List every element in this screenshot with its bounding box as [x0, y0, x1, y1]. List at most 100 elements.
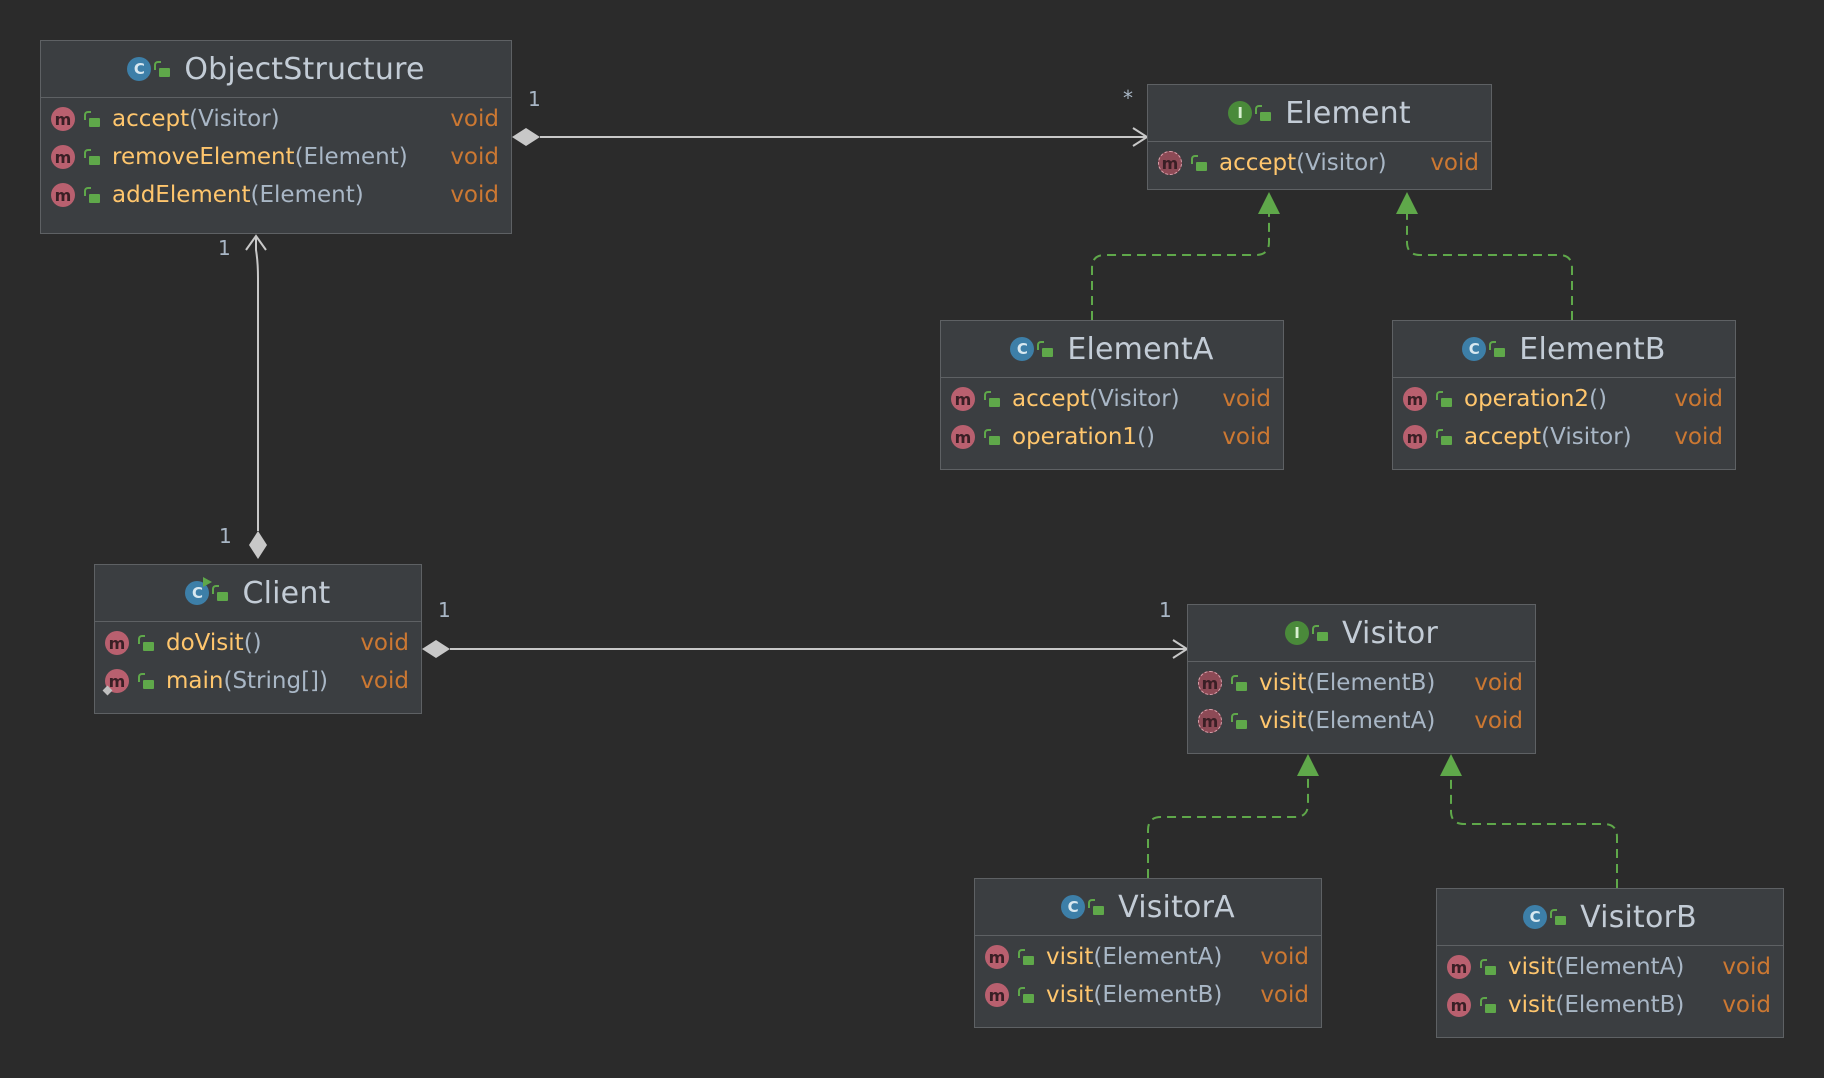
- public-lock-icon: [984, 390, 1000, 407]
- method-name: operation1: [1012, 424, 1138, 450]
- realization-visitorb-visitor[interactable]: [1440, 754, 1618, 888]
- return-type: void: [1722, 954, 1771, 980]
- method-params: (ElementA): [1306, 708, 1436, 734]
- method-params: (Visitor): [1541, 424, 1632, 450]
- class-box-visitora[interactable]: C VisitorA m visit(ElementA) void m visi…: [974, 878, 1322, 1028]
- realization-elementa-element[interactable]: [1091, 192, 1280, 320]
- public-lock-icon: [84, 186, 100, 203]
- method-row[interactable]: m doVisit() void: [95, 624, 421, 662]
- return-type: void: [450, 144, 499, 170]
- return-type: void: [1260, 944, 1309, 970]
- class-box-visitorb[interactable]: C VisitorB m visit(ElementA) void m visi…: [1436, 888, 1784, 1038]
- class-icon: C: [1523, 905, 1548, 929]
- method-row[interactable]: m operation2() void: [1393, 380, 1735, 418]
- return-type: void: [450, 106, 499, 132]
- return-type: void: [1222, 424, 1271, 450]
- method-row[interactable]: m operation1() void: [941, 418, 1283, 456]
- class-box-client[interactable]: C Client m doVisit() void m main(String[…: [94, 564, 422, 714]
- method-icon: m: [51, 145, 75, 169]
- class-header: C ElementA: [941, 321, 1283, 378]
- class-header: I Visitor: [1188, 605, 1535, 662]
- class-icon: C: [1010, 337, 1035, 361]
- composition-client-objectstructure[interactable]: [245, 234, 267, 559]
- method-params: (): [1137, 424, 1156, 450]
- method-params: (ElementA): [1093, 944, 1223, 970]
- public-lock-icon: [984, 428, 1000, 445]
- public-lock-icon: [138, 672, 154, 689]
- class-box-objectstructure[interactable]: C ObjectStructure m accept(Visitor) void…: [40, 40, 512, 234]
- class-icon: C: [1061, 895, 1086, 919]
- class-header: C Client: [95, 565, 421, 622]
- method-icon: m: [951, 387, 975, 411]
- class-name: VisitorA: [1118, 889, 1235, 925]
- class-name: ElementA: [1067, 331, 1214, 367]
- composition-client-visitor[interactable]: [422, 639, 1189, 659]
- multiplicity-label: 1: [1159, 598, 1172, 622]
- method-name: accept: [1012, 386, 1090, 412]
- class-name: VisitorB: [1580, 899, 1697, 935]
- class-name: Client: [242, 575, 331, 611]
- runnable-class-icon: C: [185, 577, 213, 605]
- abstract-method-icon: m: [1198, 671, 1222, 695]
- method-name: visit: [1259, 708, 1307, 734]
- method-row[interactable]: m accept(Visitor) void: [41, 100, 511, 138]
- realization-elementb-element[interactable]: [1396, 192, 1573, 320]
- class-header: C VisitorA: [975, 879, 1321, 936]
- method-row[interactable]: m removeElement(Element) void: [41, 138, 511, 176]
- method-icon: m: [951, 425, 975, 449]
- class-header: C VisitorB: [1437, 889, 1783, 946]
- method-name: visit: [1508, 992, 1556, 1018]
- public-lock-icon: [1231, 674, 1247, 691]
- method-name: doVisit: [166, 630, 244, 656]
- method-icon: m: [1447, 993, 1471, 1017]
- method-row[interactable]: m accept(Visitor) void: [941, 380, 1283, 418]
- method-params: (): [1589, 386, 1608, 412]
- composition-objectstructure-element[interactable]: [512, 127, 1149, 147]
- abstract-method-icon: m: [1198, 709, 1222, 733]
- return-type: void: [1674, 424, 1723, 450]
- public-lock-icon: [1550, 908, 1567, 925]
- interface-icon: I: [1284, 621, 1309, 645]
- method-row[interactable]: m visit(ElementB) void: [1437, 986, 1783, 1024]
- class-name: Visitor: [1341, 615, 1438, 651]
- public-lock-icon: [1480, 958, 1496, 975]
- return-type: void: [1430, 150, 1479, 176]
- method-row[interactable]: m visit(ElementA) void: [975, 938, 1321, 976]
- method-params: (Element): [294, 144, 408, 170]
- method-row[interactable]: m visit(ElementA) void: [1188, 702, 1535, 740]
- method-row[interactable]: m visit(ElementB) void: [1188, 664, 1535, 702]
- method-row[interactable]: m accept(Visitor) void: [1148, 144, 1491, 182]
- method-params: (ElementB): [1093, 982, 1223, 1008]
- multiplicity-label: 1: [219, 524, 232, 548]
- method-icon: m: [1447, 955, 1471, 979]
- method-row[interactable]: m visit(ElementA) void: [1437, 948, 1783, 986]
- method-name: main: [166, 668, 224, 694]
- interface-box-visitor[interactable]: I Visitor m visit(ElementB) void m visit…: [1187, 604, 1536, 754]
- method-row[interactable]: m visit(ElementB) void: [975, 976, 1321, 1014]
- class-header: C ObjectStructure: [41, 41, 511, 98]
- return-type: void: [450, 182, 499, 208]
- method-name: addElement: [112, 182, 251, 208]
- public-lock-icon: [1436, 428, 1452, 445]
- class-box-elementa[interactable]: C ElementA m accept(Visitor) void m oper…: [940, 320, 1284, 470]
- class-header: I Element: [1148, 85, 1491, 142]
- realization-visitora-visitor[interactable]: [1147, 754, 1319, 878]
- method-name: operation2: [1464, 386, 1590, 412]
- method-row[interactable]: m accept(Visitor) void: [1393, 418, 1735, 456]
- class-box-elementb[interactable]: C ElementB m operation2() void m accept(…: [1392, 320, 1736, 470]
- method-params: (Visitor): [1089, 386, 1180, 412]
- public-lock-icon: [1311, 624, 1328, 641]
- method-row[interactable]: m addElement(Element) void: [41, 176, 511, 214]
- public-lock-icon: [1489, 340, 1506, 357]
- method-name: accept: [112, 106, 190, 132]
- interface-box-element[interactable]: I Element m accept(Visitor) void: [1147, 84, 1492, 190]
- method-params: (String[]): [223, 668, 329, 694]
- public-lock-icon: [212, 584, 229, 601]
- public-lock-icon: [84, 148, 100, 165]
- method-icon: m: [1403, 425, 1427, 449]
- method-row[interactable]: m main(String[]) void: [95, 662, 421, 700]
- return-type: void: [1722, 992, 1771, 1018]
- class-header: C ElementB: [1393, 321, 1735, 378]
- public-lock-icon: [138, 634, 154, 651]
